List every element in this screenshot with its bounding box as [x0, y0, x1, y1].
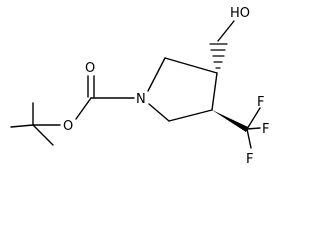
bond-ring-c2-c3 [164, 57, 218, 74]
atom-ester-oxygen: O [63, 119, 73, 134]
bond-cf3-f-right [246, 127, 261, 130]
bond-ring-c5-n [148, 103, 170, 122]
structure-diagram: O O N HO F F F [10, 6, 269, 167]
molecule-drawing: O O N HO F F F [10, 6, 269, 167]
bond-ring-c3-c4 [211, 72, 218, 111]
bond-cf3-f-lower [246, 128, 252, 149]
bond-tbu-methyl-bottom [32, 124, 54, 146]
bond-ester-o-carbonyl-c [75, 97, 92, 120]
bold-wedge-bond [212, 110, 248, 132]
bond-ring-c4-c5 [168, 109, 213, 122]
bond-tbu-methyl-left [10, 124, 34, 128]
atom-ring-nitrogen: N [136, 92, 146, 107]
bond-ring-n-c2 [147, 57, 166, 92]
atom-fluorine-lower: F [246, 152, 253, 167]
bond-ch2-hydroxyl [217, 20, 235, 42]
atom-hydroxyl: HO [230, 6, 250, 21]
bond-cf3-f-upper [246, 107, 261, 130]
hashed-wedge-bond [209, 43, 228, 69]
atom-fluorine-right: F [262, 122, 269, 137]
atom-fluorine-upper: F [257, 95, 264, 110]
atom-carbonyl-oxygen: O [85, 61, 95, 76]
